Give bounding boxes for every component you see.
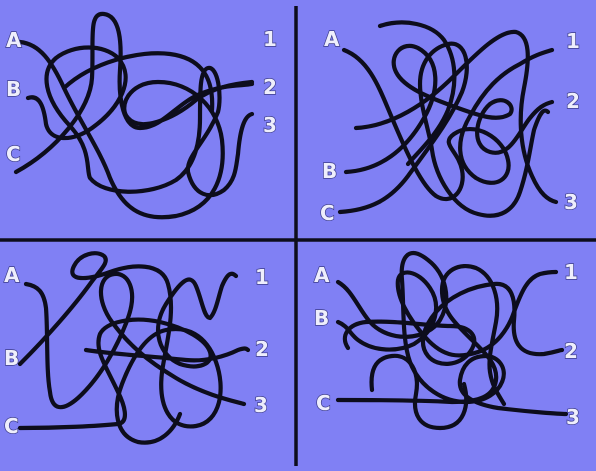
puzzle-panel-3: A B C 1 2 3 bbox=[3, 251, 270, 445]
panel-2-label-c: C bbox=[320, 201, 335, 225]
panel-1-label-3: 3 bbox=[263, 113, 277, 137]
panel-4-rope-b[interactable] bbox=[335, 269, 559, 358]
panel-4-label-1: 1 bbox=[564, 260, 578, 284]
panel-1-label-1: 1 bbox=[263, 27, 277, 51]
panel-1-label-b: B bbox=[6, 77, 21, 101]
panel-4-rope-a[interactable] bbox=[335, 251, 569, 417]
panel-4-label-3: 3 bbox=[566, 405, 580, 429]
panel-2-rope-c[interactable] bbox=[337, 41, 551, 218]
panel-3-label-a: A bbox=[4, 263, 20, 287]
panel-3-label-b: B bbox=[4, 346, 19, 370]
puzzle-panel-4: A B C 1 2 3 bbox=[313, 251, 581, 431]
panel-1-rope-c[interactable] bbox=[13, 11, 255, 175]
panel-2-rope-e[interactable] bbox=[353, 29, 559, 205]
panel-4-label-a: A bbox=[314, 263, 330, 287]
panel-2-label-b: B bbox=[322, 159, 337, 183]
panel-3-rope-a[interactable] bbox=[23, 271, 247, 410]
puzzle-panel-1: A B C 1 2 3 bbox=[5, 11, 278, 220]
panel-1-rope-d[interactable] bbox=[61, 51, 215, 113]
panel-4-rope-d[interactable] bbox=[342, 281, 565, 366]
panel-3-rope-b[interactable] bbox=[17, 251, 223, 445]
panel-2-label-3: 3 bbox=[564, 190, 578, 214]
panel-3-label-c: C bbox=[4, 414, 19, 438]
puzzle-panel-2: A B C 1 2 3 bbox=[319, 20, 581, 226]
panel-1-rope-b[interactable] bbox=[25, 45, 255, 198]
panel-2-label-a: A bbox=[324, 27, 340, 51]
panel-4-rope-e[interactable] bbox=[369, 353, 469, 431]
panel-2-rope-b[interactable] bbox=[343, 43, 555, 175]
panel-1-label-2: 2 bbox=[263, 75, 277, 99]
panel-2-rope-a[interactable] bbox=[341, 47, 555, 202]
panel-4-rope-c[interactable] bbox=[335, 263, 507, 407]
panel-2-label-1: 1 bbox=[566, 29, 580, 53]
panel-3-label-1: 1 bbox=[255, 265, 269, 289]
panel-4-label-c: C bbox=[316, 391, 331, 415]
panel-1-label-a: A bbox=[6, 28, 22, 52]
panel-2-rope-d[interactable] bbox=[377, 20, 457, 167]
panel-2-label-2: 2 bbox=[566, 89, 580, 113]
panel-4-label-2: 2 bbox=[564, 339, 578, 363]
panel-4-label-b: B bbox=[314, 306, 329, 330]
panel-3-rope-d[interactable] bbox=[83, 346, 251, 363]
panel-1-label-c: C bbox=[6, 142, 21, 166]
panel-3-label-2: 2 bbox=[255, 337, 269, 361]
panel-3-label-3: 3 bbox=[254, 393, 268, 417]
